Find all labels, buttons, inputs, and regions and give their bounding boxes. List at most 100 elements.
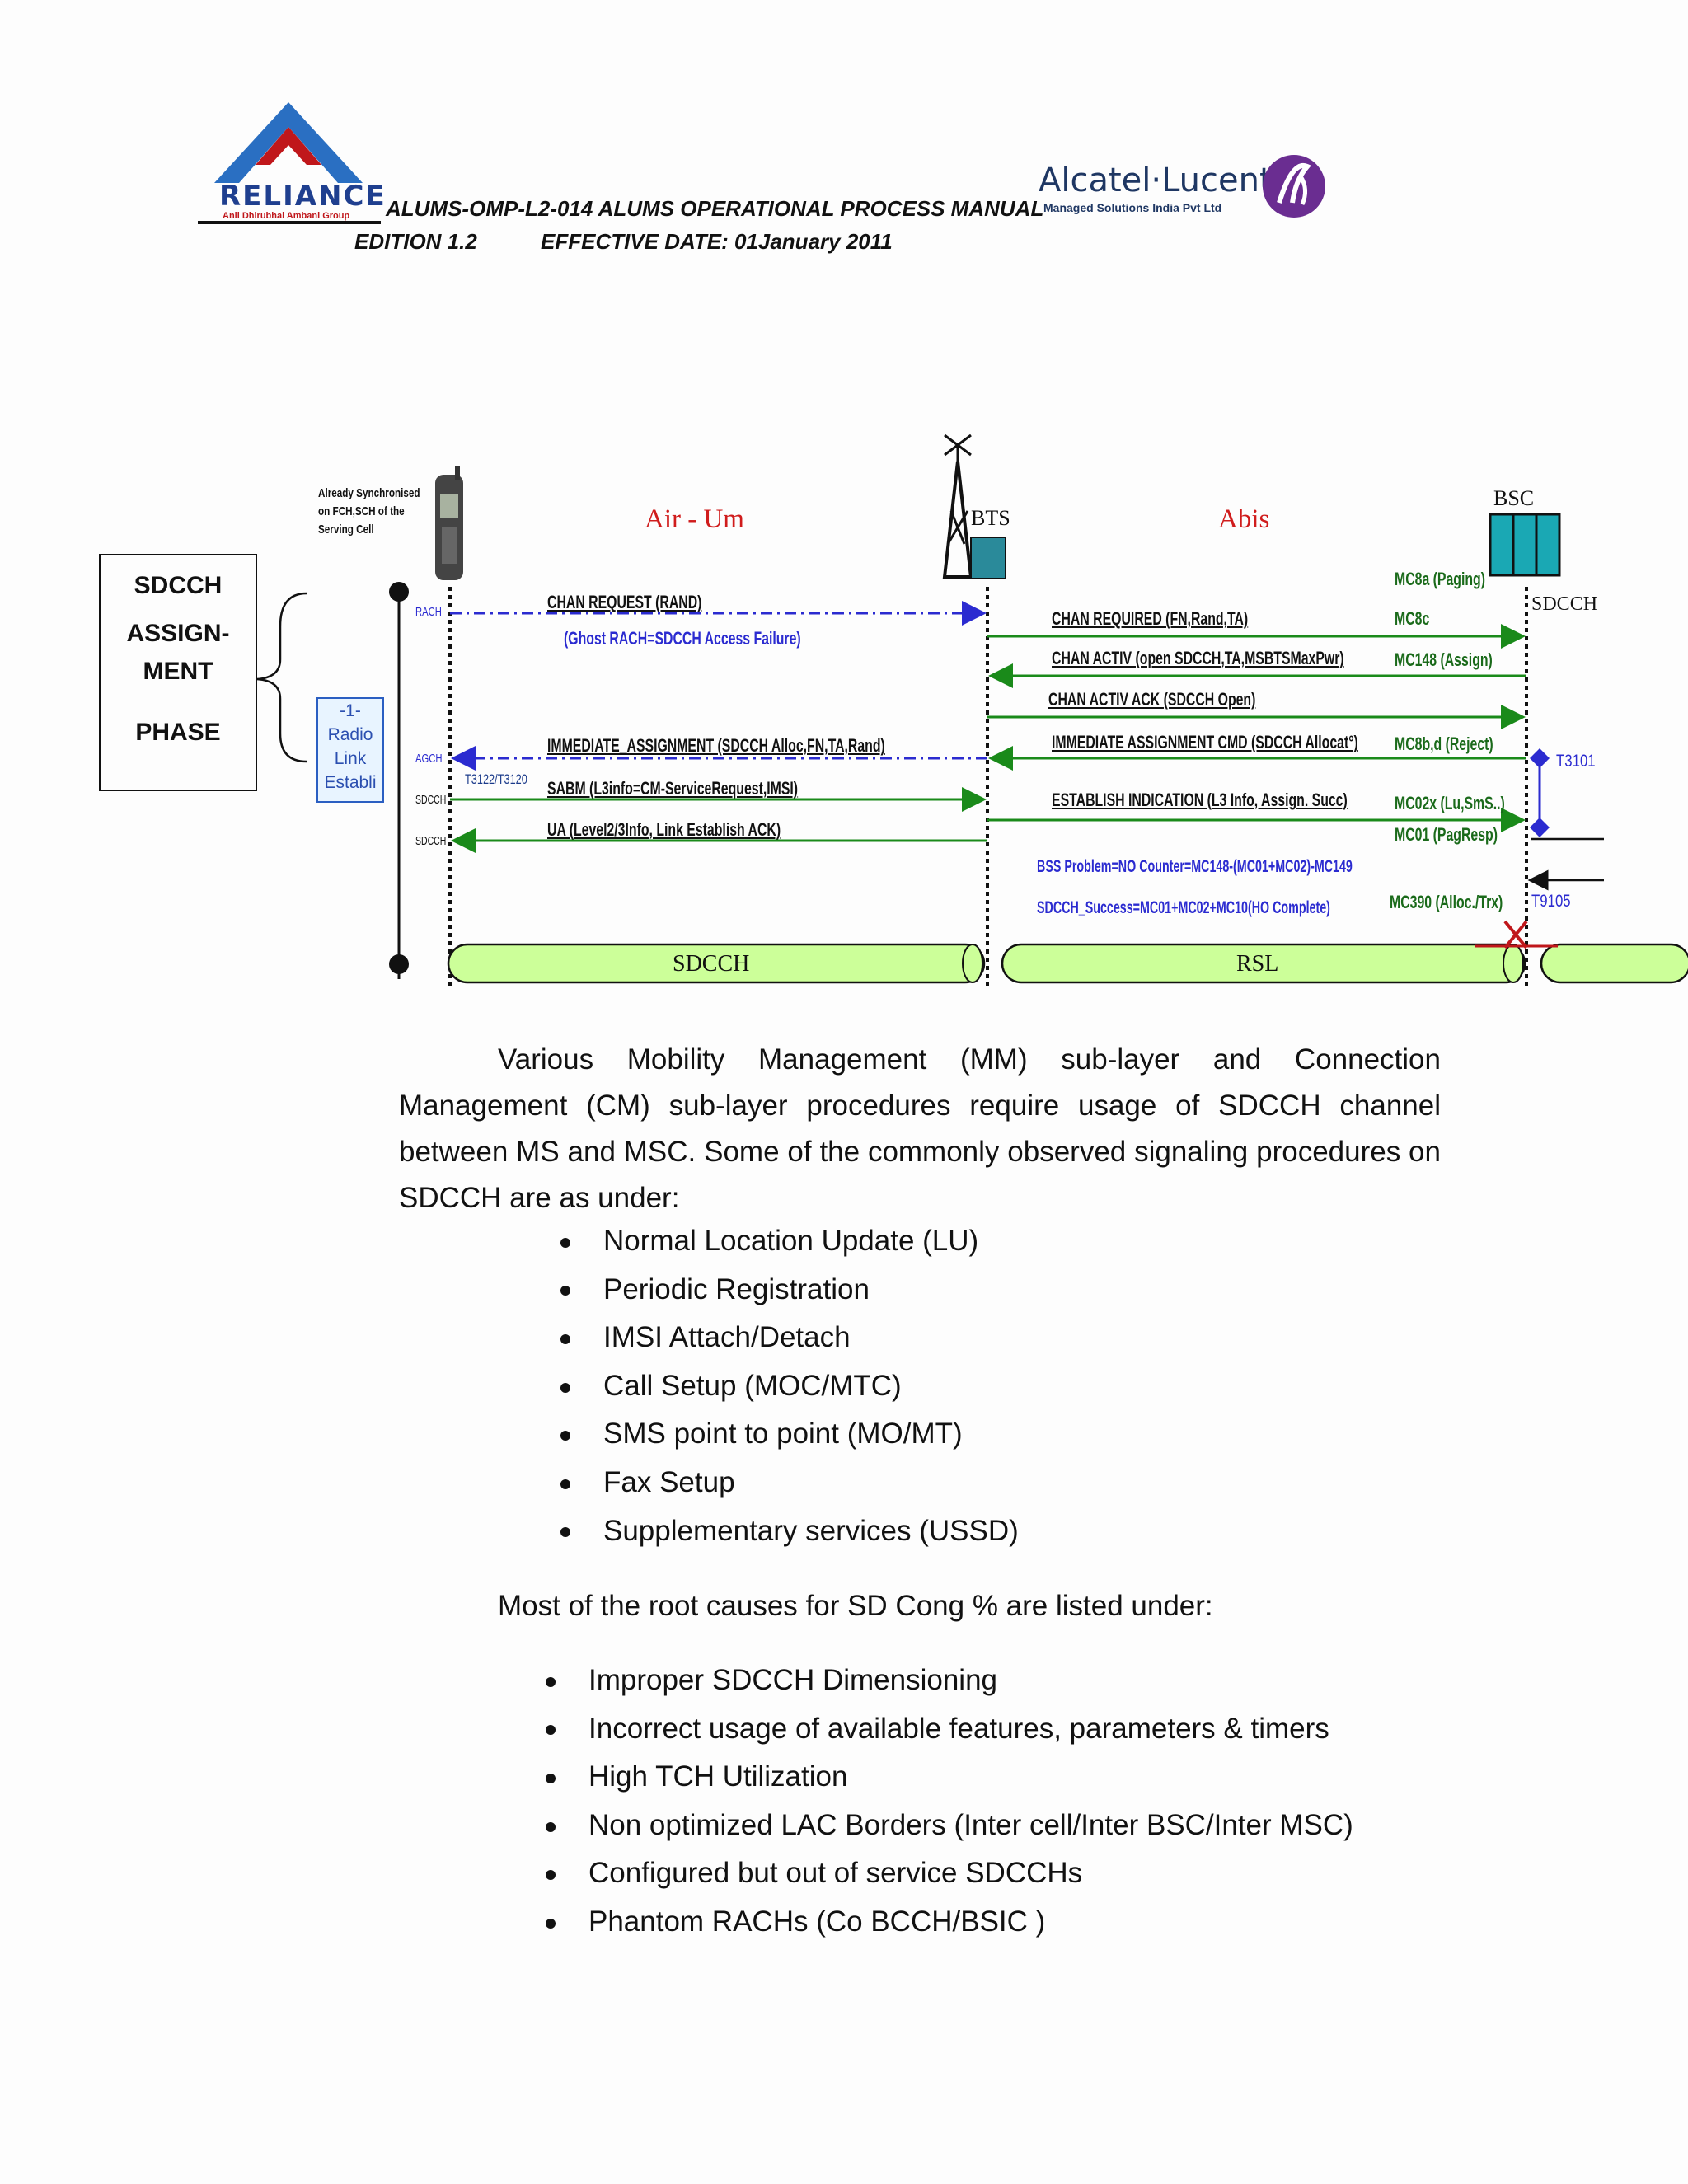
step-box-line: -1- xyxy=(340,701,361,720)
t9105-timer-label: T9105 xyxy=(1531,892,1571,911)
bts-tower-icon xyxy=(942,434,1006,579)
list-item: Non optimized LAC Borders (Inter cell/In… xyxy=(546,1809,1353,1858)
reliance-logo-mark xyxy=(214,102,363,183)
mc02x-counter: MC02x (Lu,SmS..) xyxy=(1395,793,1505,813)
alcatel-lucent-tagline: Managed Solutions India Pvt Ltd xyxy=(1043,201,1222,214)
sdcch-success-formula: SDCCH_Success=MC01+MC02+MC10(HO Complete… xyxy=(1037,898,1330,917)
bullet-icon xyxy=(560,1527,570,1538)
sdcch-pipe xyxy=(447,943,986,984)
ms-timeline-top-dot xyxy=(389,582,409,602)
t3101-timer xyxy=(1530,748,1550,837)
phase-brace xyxy=(256,592,307,763)
effective-date: EFFECTIVE DATE: 01January 2011 xyxy=(541,229,893,254)
sdcch-label-2: SDCCH xyxy=(415,834,447,848)
bsc-rack-icon xyxy=(1489,513,1561,577)
mc01-counter: MC01 (PagResp) xyxy=(1395,824,1498,845)
air-um-label: Air - Um xyxy=(645,504,744,534)
bullet-icon xyxy=(546,1676,556,1687)
mc390-counter: MC390 (Alloc./Trx) xyxy=(1390,892,1503,912)
abis-label: Abis xyxy=(1218,504,1270,534)
t3101-timer-label: T3101 xyxy=(1556,752,1596,771)
bullet-icon xyxy=(546,1918,556,1929)
bullet-icon xyxy=(560,1479,570,1489)
ms-note-line: on FCH,SCH of the xyxy=(318,504,405,518)
establish-ind-msg: ESTABLISH INDICATION (L3 Info, Assign. S… xyxy=(1052,790,1348,810)
list-item: Call Setup (MOC/MTC) xyxy=(560,1370,1019,1418)
ms-note: Already Synchronised on FCH,SCH of the S… xyxy=(318,485,420,539)
bullet-icon xyxy=(546,1725,556,1736)
procedures-list: Normal Location Update (LU) Periodic Reg… xyxy=(560,1225,1019,1563)
sabm-msg: SABM (L3info=CM-ServiceRequest,IMSI) xyxy=(547,778,799,799)
chan-activ-ack-msg: CHAN ACTIV ACK (SDCCH Open) xyxy=(1048,689,1256,710)
radio-link-step-box: -1- Radio Link Establi xyxy=(316,697,384,803)
reliance-wordmark: RELIANCE xyxy=(219,180,387,213)
mc8bd-counter: MC8b,d (Reject) xyxy=(1395,733,1493,754)
bss-problem-formula: BSS Problem=NO Counter=MC148-(MC01+MC02)… xyxy=(1037,857,1353,876)
phase-line-1: SDCCH xyxy=(134,572,223,599)
bullet-icon xyxy=(560,1333,570,1344)
mc8c-counter: MC8c xyxy=(1395,608,1430,629)
imm-assign-cmd-msg: IMMEDIATE ASSIGNMENT CMD (SDCCH Allocat°… xyxy=(1052,732,1358,752)
sdcch-right-label: SDCCH xyxy=(1531,593,1598,615)
mc148-counter: MC148 (Assign) xyxy=(1395,649,1493,670)
list-item: High TCH Utilization xyxy=(546,1760,1353,1809)
alcatel-lucent-wordmark: Alcatel·Lucent xyxy=(1039,162,1273,199)
reliance-tagline: Anil Dhirubhai Ambani Group xyxy=(223,211,350,221)
rsl-pipe-label: RSL xyxy=(1236,951,1279,977)
sdcch-label-1: SDCCH xyxy=(415,793,447,807)
list-item: Incorrect usage of available features, p… xyxy=(546,1713,1353,1761)
bullet-icon xyxy=(560,1237,570,1248)
list-item: Phantom RACHs (Co BCCH/BSIC ) xyxy=(546,1905,1353,1954)
list-item: Improper SDCCH Dimensioning xyxy=(546,1664,1353,1713)
release-cross-icon xyxy=(1475,920,1558,949)
bullet-icon xyxy=(560,1286,570,1296)
list-item: Fax Setup xyxy=(560,1466,1019,1515)
step-box-line: Establi xyxy=(324,773,377,792)
phase-line-2: ASSIGN- xyxy=(126,620,230,647)
list-item: Normal Location Update (LU) xyxy=(560,1225,1019,1273)
list-item: IMSI Attach/Detach xyxy=(560,1321,1019,1370)
chan-required-msg: CHAN REQUIRED (FN,Rand,TA) xyxy=(1052,608,1249,629)
imm-assign-msg: IMMEDIATE_ASSIGNMENT (SDCCH Alloc,FN,TA,… xyxy=(547,735,885,756)
step-box-line: Radio xyxy=(327,725,373,744)
mobile-phone-icon xyxy=(435,466,463,580)
root-causes-intro: Most of the root causes for SD Cong % ar… xyxy=(498,1590,1213,1622)
phase-line-3: MENT xyxy=(143,658,213,685)
ms-timeline-bottom-dot xyxy=(389,954,409,974)
list-item: SMS point to point (MO/MT) xyxy=(560,1418,1019,1466)
chan-activ-msg: CHAN ACTIV (open SDCCH,TA,MSBTSMaxPwr) xyxy=(1052,648,1344,668)
sdcch-assignment-phase-box: SDCCH ASSIGN- MENT PHASE xyxy=(99,554,257,791)
step-box-line: Link xyxy=(334,749,367,768)
agch-label: AGCH xyxy=(415,752,443,766)
bullet-icon xyxy=(546,1821,556,1832)
bullet-icon xyxy=(560,1431,570,1441)
list-item: Supplementary services (USSD) xyxy=(560,1515,1019,1563)
mc8a-counter: MC8a (Paging) xyxy=(1395,569,1486,589)
t3122-timer-label: T3122/T3120 xyxy=(465,771,528,787)
bullet-icon xyxy=(546,1773,556,1783)
ms-note-line: Serving Cell xyxy=(318,523,374,537)
alcatel-lucent-logo-icon xyxy=(1263,155,1325,218)
header-rule xyxy=(198,221,381,224)
rach-label: RACH xyxy=(415,605,442,619)
bsc-label: BSC xyxy=(1493,486,1535,510)
list-item: Configured but out of service SDCCHs xyxy=(546,1857,1353,1905)
document-title: ALUMS-OMP-L2-014 ALUMS OPERATIONAL PROCE… xyxy=(386,196,1044,221)
list-item: Periodic Registration xyxy=(560,1273,1019,1322)
edition-label: EDITION 1.2 xyxy=(354,229,477,254)
rsl-pipe xyxy=(1001,943,1526,984)
bullet-icon xyxy=(560,1382,570,1393)
root-causes-list: Improper SDCCH Dimensioning Incorrect us… xyxy=(546,1664,1353,1954)
phase-line-4: PHASE xyxy=(135,719,221,746)
sdcch-pipe-label: SDCCH xyxy=(673,951,750,977)
intro-paragraph: Various Mobility Management (MM) sub-lay… xyxy=(399,1043,1441,1214)
ua-msg: UA (Level2/3Info, Link Establish ACK) xyxy=(547,819,781,840)
msc-pipe xyxy=(1540,943,1688,984)
ms-note-line: Already Synchronised xyxy=(318,486,420,500)
reliance-logo: RELIANCE Anil Dhirubhai Ambani Group xyxy=(198,97,385,221)
bullet-icon xyxy=(546,1870,556,1881)
bts-label: BTS xyxy=(971,506,1010,530)
chan-request-msg: CHAN REQUEST (RAND) xyxy=(547,592,702,612)
ghost-rach-note: (Ghost RACH=SDCCH Access Failure) xyxy=(564,628,801,649)
